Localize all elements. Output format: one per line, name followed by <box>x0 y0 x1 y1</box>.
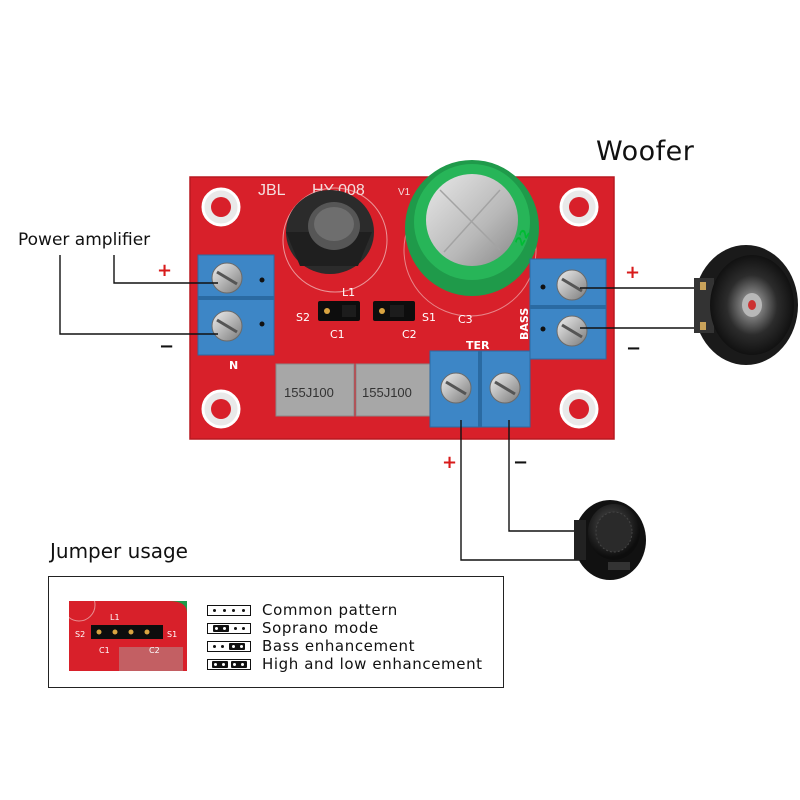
woofer-label: Woofer <box>596 136 695 167</box>
silk-s2: S2 <box>296 311 310 324</box>
treble-terminal <box>429 350 531 428</box>
silk-l1: L1 <box>342 286 355 299</box>
pcb-board: JBL HY-008 V1 22 <box>189 160 615 440</box>
bass-terminal <box>529 258 607 360</box>
board-version: V1 <box>398 187 411 198</box>
tweeter-plus-symbol: + <box>442 452 458 473</box>
electrolytic-capacitor-c3: 22 <box>403 160 539 317</box>
legend-item-common: Common pattern <box>207 601 398 619</box>
legend-item-label: Bass enhancement <box>262 637 416 655</box>
wire-tweeter-plus <box>460 420 580 561</box>
silk-c1: C1 <box>330 328 345 341</box>
tweeter-minus-symbol: − <box>513 452 529 473</box>
jumper-photo-thumbnail: L1 S2 S1 C1 C2 <box>69 601 187 671</box>
jumper-config-icon <box>207 658 251 670</box>
legend-item-both: High and low enhancement <box>207 655 483 673</box>
mounting-hole-top-left <box>201 187 241 227</box>
jumper-config-icon <box>207 604 251 616</box>
silk-bass: BASS <box>518 308 531 340</box>
woofer-minus-symbol: − <box>626 338 642 359</box>
tweeter-speaker <box>574 500 646 580</box>
legend-item-label: High and low enhancement <box>262 655 483 673</box>
woofer-plus-symbol: + <box>625 262 641 283</box>
thumb-s1: S1 <box>167 630 177 639</box>
jumper-header <box>318 301 415 321</box>
mounting-hole-bottom-left <box>201 389 241 429</box>
board-brand: JBL <box>258 182 286 199</box>
mounting-hole-bottom-right <box>559 389 599 429</box>
silk-ter: TER <box>466 339 490 352</box>
film-capacitor-c2-marking: 155J100 <box>362 385 412 400</box>
power-amplifier-label: Power amplifier <box>18 230 151 250</box>
jumper-config-icon <box>207 640 251 652</box>
film-capacitor-c2: 155J100 <box>355 363 431 417</box>
wire-amp-plus <box>113 255 218 284</box>
jumper-config-icon <box>207 622 251 634</box>
legend-item-bass: Bass enhancement <box>207 637 415 655</box>
silk-n: N <box>229 359 238 372</box>
silk-c2: C2 <box>402 328 417 341</box>
thumb-c1: C1 <box>99 646 110 655</box>
inductor-l1 <box>282 187 388 293</box>
legend-item-label: Common pattern <box>262 601 398 619</box>
thumb-l1: L1 <box>110 613 120 622</box>
jumper-legend: L1 S2 S1 C1 C2 Common pattern Soprano mo… <box>48 576 504 688</box>
mounting-hole-top-right <box>559 187 599 227</box>
silk-s1: S1 <box>422 311 436 324</box>
legend-item-soprano: Soprano mode <box>207 619 379 637</box>
legend-item-label: Soprano mode <box>262 619 379 637</box>
film-capacitor-c1-marking: 155J100 <box>284 385 334 400</box>
wire-amp-minus <box>59 255 218 335</box>
input-terminal <box>197 254 275 356</box>
silk-c3: C3 <box>458 313 473 326</box>
amp-minus-symbol: − <box>159 336 175 357</box>
film-capacitor-c1: 155J100 <box>275 363 355 417</box>
thumb-s2: S2 <box>75 630 85 639</box>
jumper-usage-title: Jumper usage <box>50 539 188 563</box>
wiring <box>59 255 700 561</box>
amp-plus-symbol: + <box>157 260 173 281</box>
thumb-c2: C2 <box>149 646 160 655</box>
wire-tweeter-minus <box>508 420 580 532</box>
woofer-speaker <box>694 245 798 365</box>
